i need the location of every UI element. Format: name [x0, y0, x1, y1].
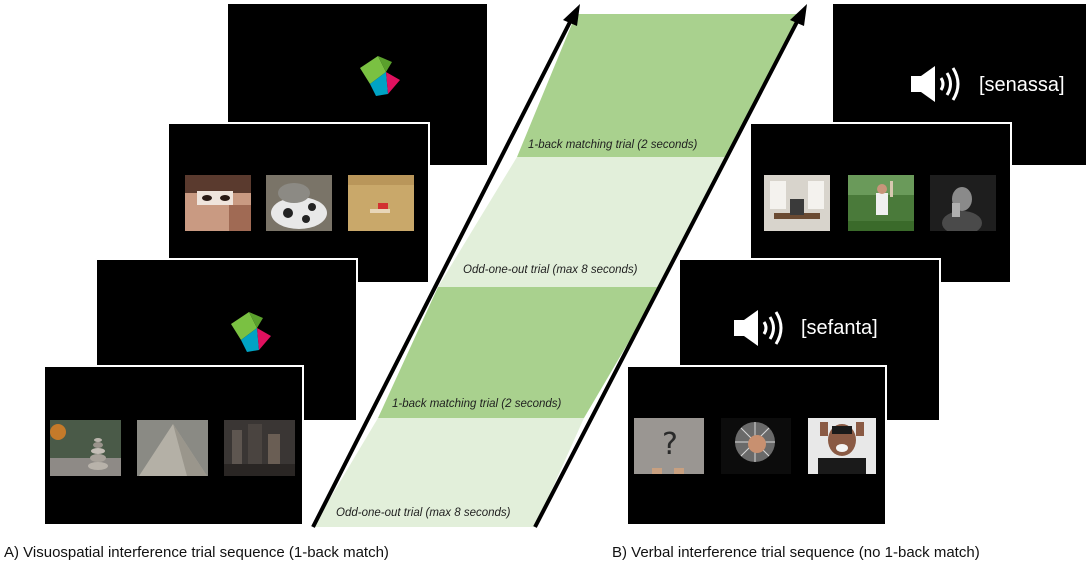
panel-b-screen-images-1	[751, 124, 1010, 282]
panel-a-screen-images-2	[45, 367, 302, 524]
pyramid-photo	[137, 420, 208, 476]
band-label-matching-1: 1-back matching trial (2 seconds)	[528, 139, 698, 151]
broken-glass-photo	[721, 418, 791, 474]
svg-text:?: ?	[662, 427, 678, 462]
eyes-photo	[185, 175, 251, 231]
pseudoword-text: [senassa]	[979, 74, 1065, 96]
timeline-band-matching-1	[517, 14, 800, 157]
screaming-photo	[808, 418, 876, 474]
ruins-photo	[224, 420, 295, 476]
room-photo	[764, 175, 830, 231]
band-label-odd-one-out-1: Odd-one-out trial (max 8 seconds)	[463, 264, 638, 276]
panel-a-caption: A) Visuospatial interference trial seque…	[4, 544, 389, 561]
band-label-matching-2: 1-back matching trial (2 seconds)	[392, 398, 562, 410]
timeline-band-matching-2	[378, 287, 661, 418]
person-bw-photo	[930, 175, 996, 231]
speaker-icon	[911, 66, 960, 102]
polygon-stimulus-icon	[360, 56, 400, 96]
field-photo	[348, 175, 414, 231]
timeline-band-odd-one-out-2	[313, 418, 584, 527]
time-arrow-left	[311, 4, 580, 528]
timeline-band-odd-one-out-1	[438, 157, 727, 287]
polygon-stimulus-icon	[231, 312, 271, 352]
question-mark-photo: ?	[634, 418, 704, 474]
panel-b-caption: B) Verbal interference trial sequence (n…	[612, 544, 980, 561]
speaker-icon	[734, 310, 783, 346]
panel-b-screen-images-2: ?	[628, 367, 885, 524]
panel-a-screen-images-1	[169, 124, 428, 282]
cat-photo	[266, 175, 332, 231]
tennis-photo	[848, 175, 914, 231]
time-arrow-right	[533, 4, 807, 528]
pseudoword-text: [sefanta]	[801, 317, 878, 339]
stone-stack-photo	[50, 420, 121, 476]
band-label-odd-one-out-2: Odd-one-out trial (max 8 seconds)	[336, 507, 511, 519]
